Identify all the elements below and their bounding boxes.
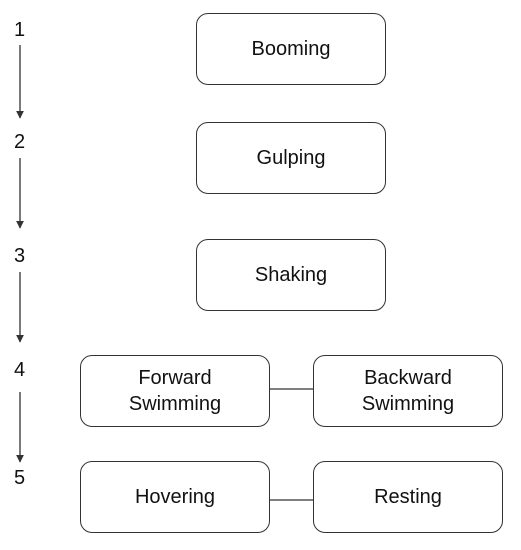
node-shaking: Shaking [196,239,386,311]
step-number-1: 1 [14,19,26,41]
step-number-3: 3 [14,245,26,267]
node-label: Hovering [134,486,216,508]
node-forward-swimming: Forward Swimming [80,355,270,427]
step-number-2: 2 [14,131,26,153]
node-label: Booming [251,38,331,60]
node-booming: Booming [196,13,386,85]
node-label: Resting [374,486,442,508]
node-gulping: Gulping [196,122,386,194]
step-number-5: 5 [14,467,26,489]
node-resting: Resting [313,461,503,533]
node-label: Shaking [254,264,328,286]
step-number-4: 4 [14,359,26,381]
node-hovering: Hovering [80,461,270,533]
node-label: Gulping [256,147,326,169]
node-label: Forward Swimming [128,367,222,415]
node-label: Backward Swimming [361,367,455,415]
node-backward-swimming: Backward Swimming [313,355,503,427]
